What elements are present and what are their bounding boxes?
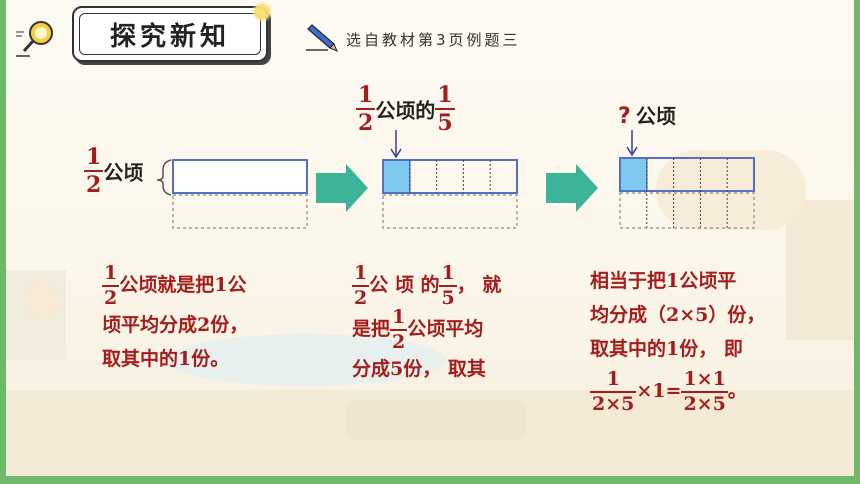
- background-decoration: [6, 150, 854, 476]
- half-bar-2: [382, 159, 518, 194]
- fifth-part-fill: [382, 159, 411, 194]
- arrow-right-1: [316, 164, 368, 212]
- source-text: 选自教材第3页例题三: [346, 31, 521, 49]
- diagram1-label: 1 2 公顷: [84, 144, 144, 198]
- title-box: 探究新知: [72, 6, 268, 62]
- sun-icon: [252, 2, 272, 22]
- pen-icon: [306, 24, 338, 52]
- fraction-diagram: [156, 130, 755, 229]
- other-half-bar-2: [382, 194, 518, 229]
- other-half-bar-3: [619, 192, 755, 229]
- page-title: 探究新知: [79, 13, 261, 55]
- half-bar-3: [619, 157, 755, 192]
- diagram3-label: ? 公顷: [618, 104, 676, 129]
- result-part-fill: [619, 157, 648, 192]
- other-half-bar: [172, 194, 308, 229]
- half-hectare-bar: [172, 159, 308, 194]
- magnifier-icon: [16, 21, 53, 57]
- half-fraction: 1 2: [84, 144, 104, 198]
- arrow-right-2: [546, 164, 598, 212]
- fifth-fraction: 1 5: [435, 82, 455, 136]
- brace-shape: [156, 159, 172, 196]
- diagram2-label: 1 2 公顷的 1 5: [356, 82, 455, 136]
- question-mark: ?: [618, 104, 631, 129]
- half-fraction-2: 1 2: [356, 82, 376, 136]
